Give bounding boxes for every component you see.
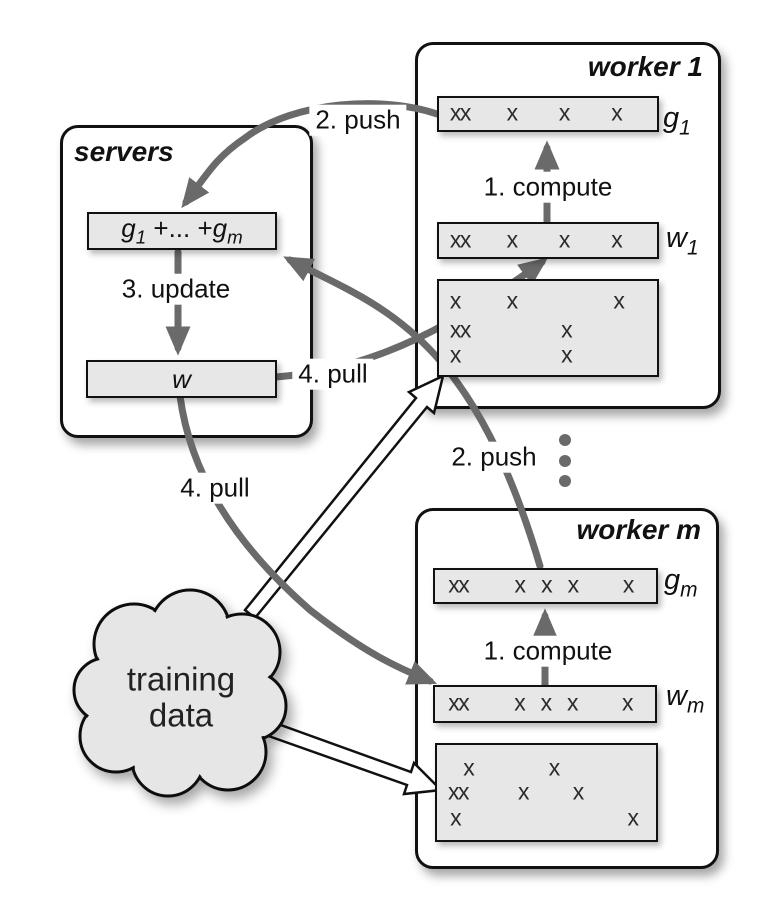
x-mark: x [567, 689, 579, 716]
x-mark: xx [449, 316, 472, 343]
x-mark: xx [449, 225, 472, 252]
weight-vector-box: w [86, 360, 277, 398]
x-mark: x [622, 571, 635, 598]
step-label-pull-worker1: 4. pull [292, 358, 374, 390]
step-label-push-workerm: 2. push [445, 441, 543, 473]
data-arrow-to-workerm [258, 717, 444, 796]
x-mark: xx [448, 571, 470, 598]
x-mark: x [450, 804, 462, 831]
cloud-label-line2: data [148, 696, 214, 733]
x-mark: x [506, 225, 519, 252]
cloud-label: training data [127, 661, 235, 732]
step-label-pull-workerm: 4. pull [174, 472, 256, 504]
g1-label: g1 [663, 102, 691, 140]
x-mark: xx [449, 99, 472, 126]
data-arrows [243, 373, 445, 796]
x-mark: x [611, 99, 623, 126]
x-mark: x [548, 754, 561, 781]
x-mark: x [622, 689, 634, 716]
x-mark: x [572, 778, 585, 805]
x-mark: x [611, 225, 623, 252]
gradient-sum-formula: g1 +... +gm [121, 213, 243, 248]
x-mark: x [558, 99, 571, 126]
weight-label: w [172, 363, 191, 394]
pull-arrow-workerm [176, 392, 438, 685]
step-label-compute-worker1: 1. compute [477, 171, 619, 203]
x-mark: x [541, 571, 553, 598]
x-mark: x [506, 99, 519, 126]
x-mark: x [561, 316, 573, 343]
worker-ellipsis-dots [559, 434, 571, 487]
x-mark: x [613, 287, 625, 314]
step-label-push-worker1: 2. push [309, 104, 407, 136]
worker1-title: worker 1 [587, 51, 703, 82]
x-mark: x [514, 571, 527, 598]
x-mark: xx [448, 689, 470, 716]
gm-label: gm [664, 564, 698, 602]
x-mark: x [449, 287, 462, 314]
x-mark: x [518, 778, 530, 805]
x-mark: x [463, 754, 475, 781]
workerm-title: worker m [576, 514, 702, 545]
wm-label: wm [666, 680, 705, 718]
step-label-compute-workerm: 1. compute [477, 635, 619, 667]
gradient-sum-box: g1 +... +gm [87, 212, 277, 250]
cloud-label-line1: training [126, 660, 236, 698]
x-mark: x [627, 804, 640, 831]
x-mark: x [540, 689, 553, 716]
servers-title: servers [74, 136, 174, 167]
x-mark: x [561, 341, 573, 368]
x-mark: x [506, 287, 519, 314]
x-mark: x [449, 341, 462, 368]
x-mark: x [567, 571, 580, 598]
x-mark: xx [447, 778, 470, 805]
x-mark: x [514, 689, 526, 716]
w1-label: w1 [666, 222, 699, 260]
x-mark: x [558, 225, 571, 252]
step-label-update: 3. update [115, 273, 237, 305]
